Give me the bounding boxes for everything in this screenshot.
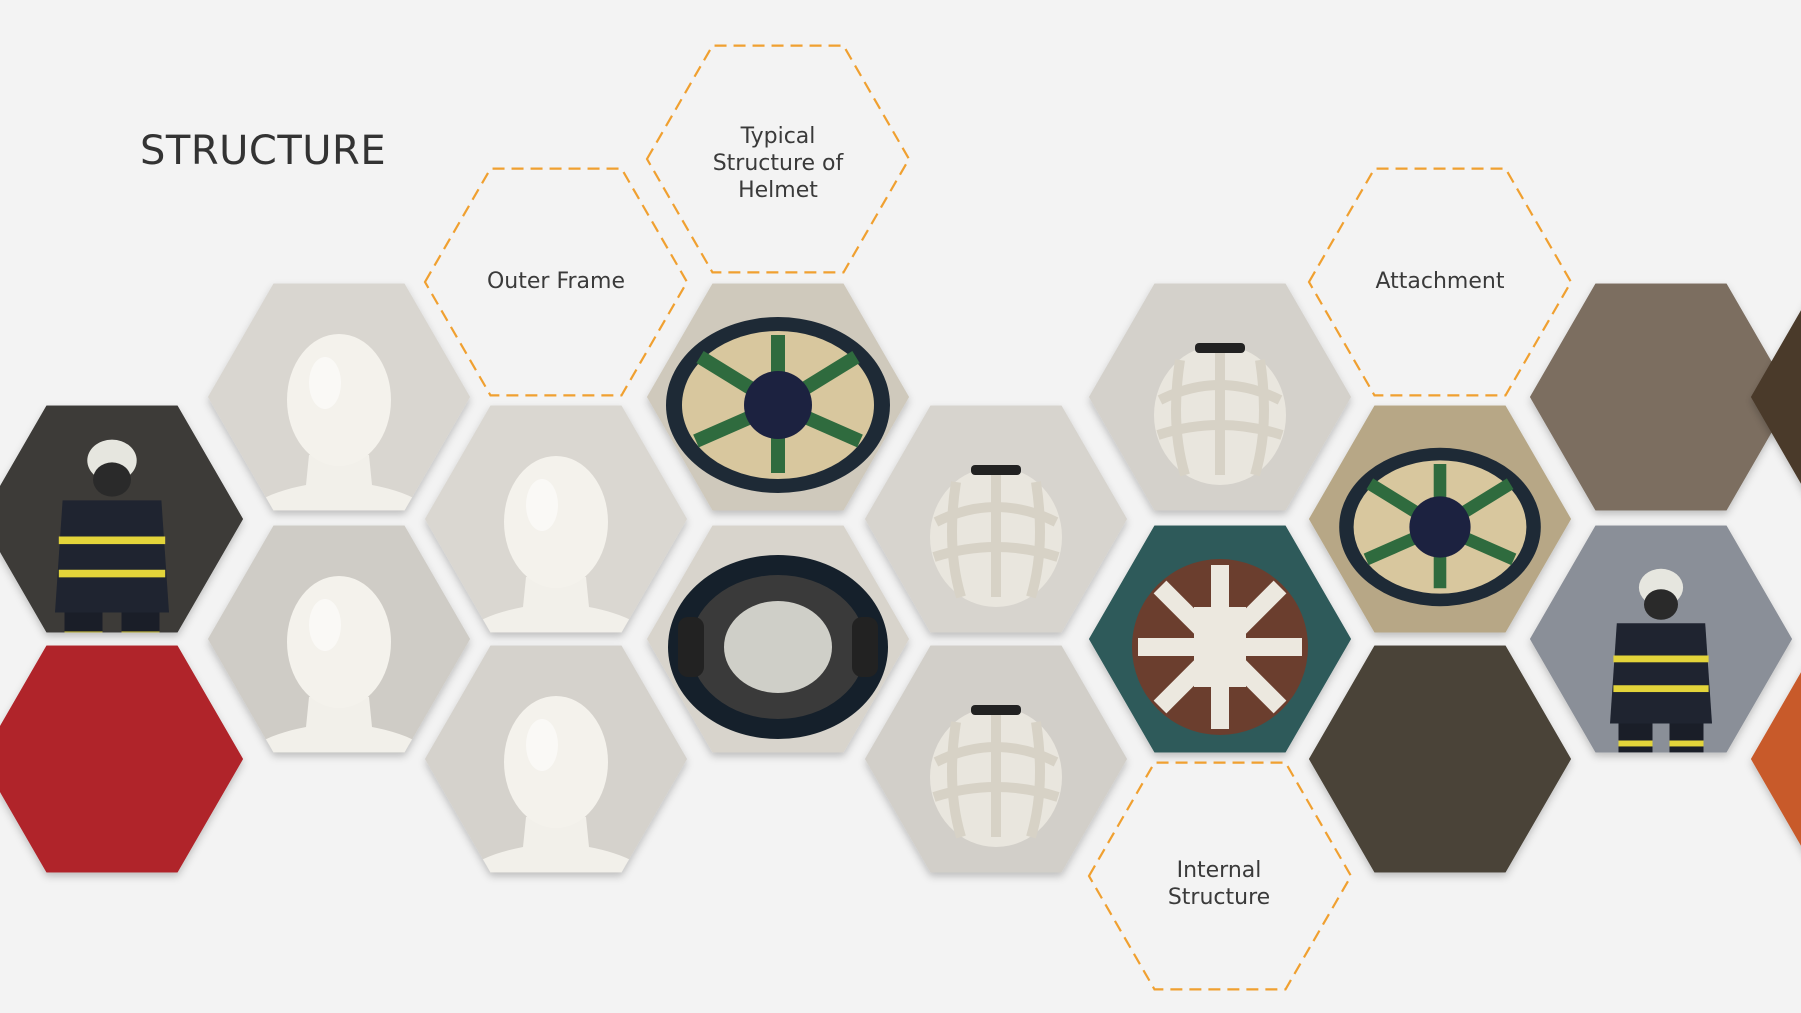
photo-top-view <box>1089 525 1351 753</box>
photo-firefighter-portrait <box>0 405 243 633</box>
photo-cage-back <box>865 645 1127 873</box>
label-internal-structure: Internal Structure <box>1167 858 1271 910</box>
photo-edge-top <box>1751 283 1801 511</box>
photo-helmet-pads <box>647 525 909 753</box>
label-outer-frame: Outer Frame <box>486 269 625 294</box>
photo-attachment-hand <box>1309 645 1571 873</box>
outline-attachment <box>1307 167 1573 397</box>
photo-helmet-straps <box>647 283 909 511</box>
photo-red-poster <box>0 645 243 873</box>
photo-frame-low <box>425 645 687 873</box>
photo-cage-front <box>865 405 1127 633</box>
photo-firefighter-truck <box>1530 525 1792 753</box>
slide-title: STRUCTURE <box>140 128 387 174</box>
photo-attachment-straps <box>1309 405 1571 633</box>
label-typical-structure: Typical Structure of Helmet <box>712 124 844 203</box>
outline-typical-structure <box>645 44 911 274</box>
label-attachment: Attachment <box>1375 269 1505 294</box>
outline-internal-structure <box>1087 761 1353 991</box>
photo-cage-side <box>1089 283 1351 511</box>
outline-outer-frame <box>423 167 689 397</box>
